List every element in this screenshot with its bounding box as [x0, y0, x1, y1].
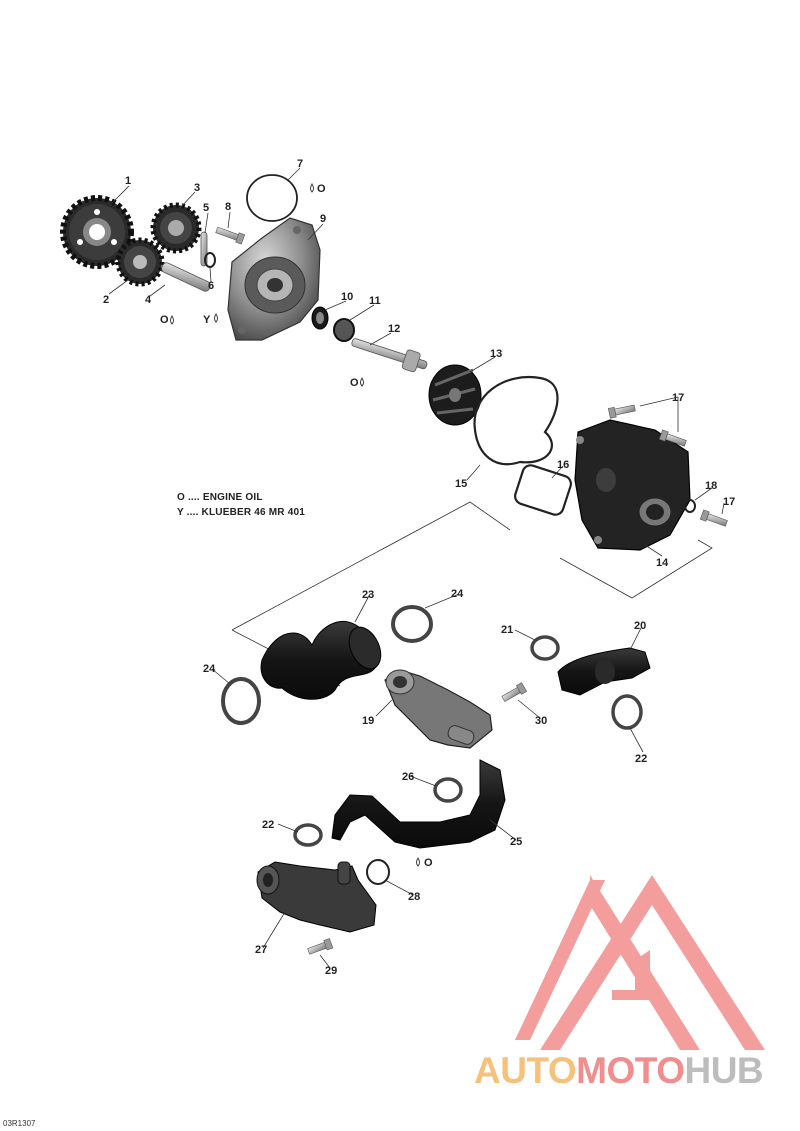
lube-mark-12: O [350, 377, 359, 389]
callout-30: 30 [535, 715, 547, 727]
callout-28: 28 [408, 891, 420, 903]
callout-5: 5 [203, 202, 209, 214]
bolt-icon [501, 682, 528, 703]
washer [684, 499, 696, 513]
gear-icon [60, 195, 134, 269]
brand-auto: AUTO [474, 1050, 577, 1091]
brand-moto: MOTO [576, 1050, 685, 1091]
callout-10: 10 [341, 291, 353, 303]
callout-1: 1 [125, 175, 131, 187]
leader-lines [108, 167, 725, 969]
callout-labels: 1 2 3 4 5 6 7 8 9 10 11 12 13 14 15 16 1… [103, 158, 735, 977]
brand-hub: HUB [684, 1050, 764, 1091]
callout-20: 20 [634, 620, 646, 632]
hose-icon [557, 647, 651, 696]
callout-12: 12 [388, 323, 400, 335]
bolt-icon [307, 938, 334, 955]
lube-mark-6: Y [203, 314, 211, 326]
callout-9: 9 [320, 213, 326, 225]
callout-24-left: 24 [203, 663, 216, 675]
figure-reference: 03R1307 [3, 1119, 36, 1128]
lube-mark-4: O [160, 314, 169, 326]
gear-shaft [161, 262, 211, 292]
callout-17-bottom: 17 [723, 496, 735, 508]
intermediate-gear [150, 202, 202, 254]
hose-icon [260, 620, 382, 700]
thermostat-housing-icon [256, 861, 377, 933]
callout-21: 21 [501, 624, 513, 636]
lube-mark-7: O [317, 183, 326, 195]
bolt-icon [658, 429, 687, 447]
callout-22-left: 22 [262, 819, 274, 831]
watermark-logo [515, 875, 765, 1050]
water-pump-cover [574, 419, 691, 551]
watermark-brand: AUTOMOTOHUB [474, 1050, 764, 1092]
callout-13: 13 [490, 348, 502, 360]
small-gear [115, 237, 165, 287]
callout-16: 16 [557, 459, 569, 471]
callout-22-right: 22 [635, 753, 647, 765]
thermostat-housing-icon [384, 669, 493, 749]
large-gear [60, 195, 134, 269]
bolt-icon [607, 404, 636, 419]
outlet-gasket [514, 464, 572, 516]
callout-23: 23 [362, 589, 374, 601]
callout-6: 6 [208, 280, 214, 292]
callout-15: 15 [455, 478, 467, 490]
clamp-icon [611, 694, 643, 730]
callout-2: 2 [103, 294, 109, 306]
seal-ring [333, 318, 355, 342]
water-pump-housing-icon [227, 217, 321, 341]
small-o-ring [204, 252, 216, 268]
callout-26: 26 [402, 771, 414, 783]
legend-engine-oil: O .... ENGINE OIL [177, 492, 263, 503]
oil-seal-bore [316, 312, 324, 324]
callout-14: 14 [656, 557, 669, 569]
bolt-icon [699, 509, 728, 527]
callout-11: 11 [369, 295, 381, 307]
legend-klueber: Y .... KLUEBER 46 MR 401 [177, 507, 305, 518]
clamp-icon [391, 605, 433, 643]
callout-17-top: 17 [672, 392, 684, 404]
callout-29: 29 [325, 965, 337, 977]
hose-icon [331, 759, 506, 849]
callout-24-top: 24 [451, 588, 464, 600]
callout-19: 19 [362, 715, 374, 727]
fitting-o-ring [366, 859, 390, 885]
callout-18: 18 [705, 480, 717, 492]
housing-o-ring [246, 174, 298, 222]
clamp-icon [293, 823, 323, 847]
bolt-icon [215, 226, 246, 245]
callout-4: 4 [145, 294, 152, 306]
callout-8: 8 [225, 201, 231, 213]
callout-27: 27 [255, 944, 267, 956]
callout-3: 3 [194, 182, 200, 194]
clamp-icon [530, 635, 560, 661]
oil-drop-icon [170, 183, 420, 867]
impeller-shaft [351, 338, 428, 373]
callout-25: 25 [510, 836, 522, 848]
clamp-icon [433, 777, 463, 803]
callout-7: 7 [297, 158, 303, 170]
impeller-icon [428, 364, 482, 426]
dowel-pin [200, 231, 208, 267]
lube-mark-28: O [424, 857, 433, 869]
cover-gasket [473, 375, 559, 466]
clamp-icon [221, 677, 261, 725]
